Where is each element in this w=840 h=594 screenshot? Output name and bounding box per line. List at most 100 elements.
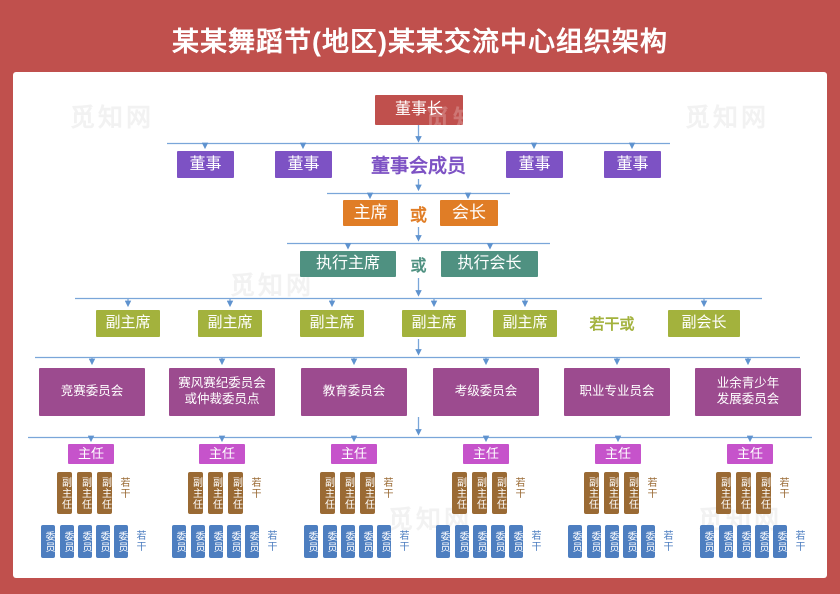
- deputy-several-label: 若干: [645, 477, 656, 499]
- department-group: 主任副主任副主任副主任若干委员委员委员委员委员若干: [25, 443, 157, 583]
- node-member: 委员: [60, 525, 74, 558]
- node-deputy-director: 副主任: [97, 472, 112, 514]
- node-member: 委员: [700, 525, 714, 558]
- committee-line: 职业专业员会: [579, 384, 655, 399]
- node-committee: 考级委员会: [433, 368, 539, 416]
- member-several-label: 若干: [134, 530, 145, 552]
- node-director: 主任: [463, 444, 509, 464]
- node-director: 主任: [199, 444, 245, 464]
- node-deputy-director: 副主任: [360, 472, 375, 514]
- node-member: 委员: [377, 525, 391, 558]
- page-title: 某某舞蹈节(地区)某某交流中心组织架构: [172, 27, 668, 57]
- department-group: 主任副主任副主任副主任若干委员委员委员委员委员若干: [156, 443, 288, 583]
- node-board-director: 董事: [506, 151, 563, 178]
- node-member: 委员: [755, 525, 769, 558]
- node-member: 委员: [341, 525, 355, 558]
- watermark: 觅知网: [70, 104, 155, 132]
- node-deputy-director: 副主任: [57, 472, 72, 514]
- board-members-label: 董事会成员: [370, 156, 466, 177]
- node-committee: 赛风赛纪委员会 或仲裁委员点: [169, 368, 275, 416]
- node-director: 主任: [331, 444, 377, 464]
- node-member: 委员: [209, 525, 223, 558]
- watermark: 觅知网: [425, 106, 510, 134]
- or-label: 或: [410, 205, 427, 225]
- node-club-president: 会长: [440, 200, 498, 226]
- node-vice-club-president: 副会长: [668, 310, 740, 337]
- node-board-director: 董事: [275, 151, 332, 178]
- node-president: 主席: [343, 200, 398, 226]
- node-member: 委员: [568, 525, 582, 558]
- node-deputy-director: 副主任: [492, 472, 507, 514]
- node-member: 委员: [473, 525, 487, 558]
- node-member: 委员: [172, 525, 186, 558]
- node-committee: 职业专业员会: [564, 368, 670, 416]
- node-member: 委员: [641, 525, 655, 558]
- department-group: 主任副主任副主任副主任若干委员委员委员委员委员若干: [684, 443, 816, 583]
- node-member: 委员: [96, 525, 110, 558]
- member-several-label: 若干: [397, 530, 408, 552]
- node-chairman: 董事长: [375, 95, 463, 125]
- node-member: 委员: [304, 525, 318, 558]
- department-group: 主任副主任副主任副主任若干委员委员委员委员委员若干: [420, 443, 552, 583]
- node-board-director: 董事: [177, 151, 234, 178]
- node-deputy-director: 副主任: [188, 472, 203, 514]
- node-vice-president: 副主席: [198, 310, 262, 337]
- committee-line: 竞赛委员会: [60, 384, 124, 399]
- node-member: 委员: [491, 525, 505, 558]
- node-member: 委员: [737, 525, 751, 558]
- node-deputy-director: 副主任: [604, 472, 619, 514]
- node-vice-president: 副主席: [402, 310, 466, 337]
- node-member: 委员: [191, 525, 205, 558]
- node-deputy-director: 副主任: [452, 472, 467, 514]
- node-committee: 竞赛委员会: [39, 368, 145, 416]
- committee-line: 考级委员会: [454, 384, 518, 399]
- watermark: 觅知网: [685, 104, 770, 132]
- member-several-label: 若干: [661, 530, 672, 552]
- node-deputy-director: 副主任: [208, 472, 223, 514]
- node-member: 委员: [719, 525, 733, 558]
- node-member: 委员: [623, 525, 637, 558]
- node-exec-club-president: 执行会长: [441, 251, 538, 277]
- node-vice-president: 副主席: [493, 310, 557, 337]
- node-member: 委员: [78, 525, 92, 558]
- deputy-several-label: 若干: [381, 477, 392, 499]
- node-member: 委员: [773, 525, 787, 558]
- node-director: 主任: [68, 444, 114, 464]
- watermark: 觅知网: [230, 272, 315, 300]
- node-deputy-director: 副主任: [77, 472, 92, 514]
- node-member: 委员: [227, 525, 241, 558]
- node-vice-president: 副主席: [96, 310, 160, 337]
- node-deputy-director: 副主任: [340, 472, 355, 514]
- node-member: 委员: [323, 525, 337, 558]
- deputy-several-label: 若干: [513, 477, 524, 499]
- or-label: 或: [410, 258, 427, 275]
- node-member: 委员: [436, 525, 450, 558]
- node-deputy-director: 副主任: [624, 472, 639, 514]
- node-committee: 业余青少年 发展委员会: [695, 368, 801, 416]
- deputy-several-label: 若干: [249, 477, 260, 499]
- node-vice-president: 副主席: [300, 310, 364, 337]
- node-member: 委员: [587, 525, 601, 558]
- member-several-label: 若干: [265, 530, 276, 552]
- member-several-label: 若干: [529, 530, 540, 552]
- node-member: 委员: [605, 525, 619, 558]
- node-member: 委员: [509, 525, 523, 558]
- node-deputy-director: 副主任: [228, 472, 243, 514]
- node-member: 委员: [114, 525, 128, 558]
- committee-line: 教育委员会: [322, 384, 386, 399]
- node-director: 主任: [727, 444, 773, 464]
- node-exec-president: 执行主席: [300, 251, 396, 277]
- node-deputy-director: 副主任: [756, 472, 771, 514]
- node-deputy-director: 副主任: [320, 472, 335, 514]
- node-member: 委员: [41, 525, 55, 558]
- node-member: 委员: [455, 525, 469, 558]
- several-or-label: 若干或: [589, 316, 635, 333]
- department-group: 主任副主任副主任副主任若干委员委员委员委员委员若干: [288, 443, 420, 583]
- node-board-director: 董事: [604, 151, 661, 178]
- deputy-several-label: 若干: [118, 477, 129, 499]
- committee-line: 发展委员会: [716, 392, 780, 406]
- deputy-several-label: 若干: [777, 477, 788, 499]
- member-several-label: 若干: [793, 530, 804, 552]
- node-deputy-director: 副主任: [716, 472, 731, 514]
